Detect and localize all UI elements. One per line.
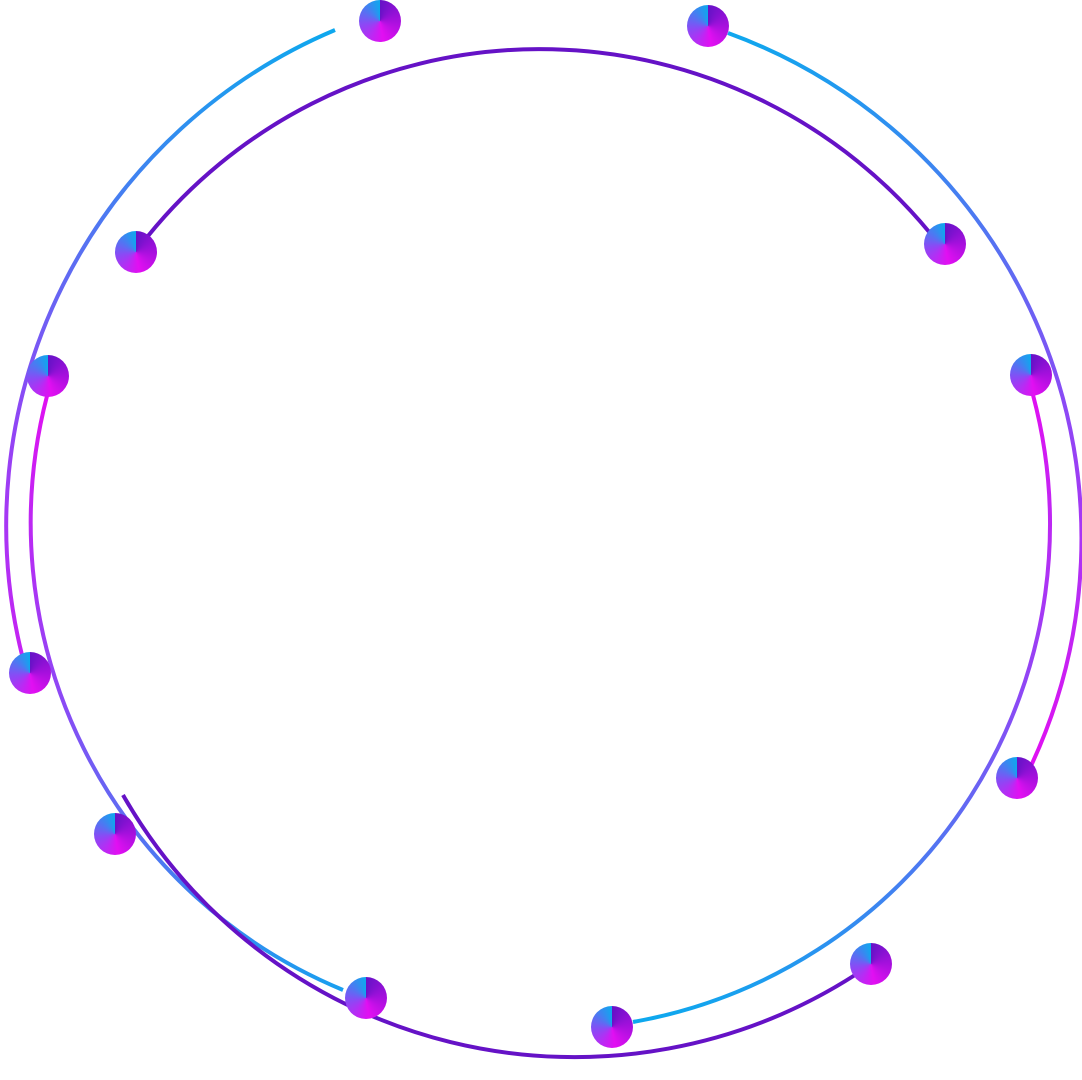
node-dot-icon (850, 943, 892, 985)
node-dot-icon (345, 977, 387, 1019)
node-dot-icon (94, 813, 136, 855)
node-dot-icon (1010, 354, 1052, 396)
inner-arc-right (632, 394, 1052, 1024)
node-dot-icon (9, 652, 51, 694)
node-dot-icon (27, 355, 69, 397)
outer-arc-left (4, 28, 336, 656)
outer-arc-right (727, 31, 1082, 769)
node-dot-icon (996, 757, 1038, 799)
node-dot-icon (924, 223, 966, 265)
inner-arc-bottom (121, 794, 857, 1060)
node-dot-icon (591, 1006, 633, 1048)
node-dot-icon (115, 231, 157, 273)
node-dot-icon (359, 0, 401, 42)
node-dot-icon (687, 5, 729, 47)
inner-arc-left (28, 395, 344, 992)
inner-arc-top (146, 47, 932, 238)
